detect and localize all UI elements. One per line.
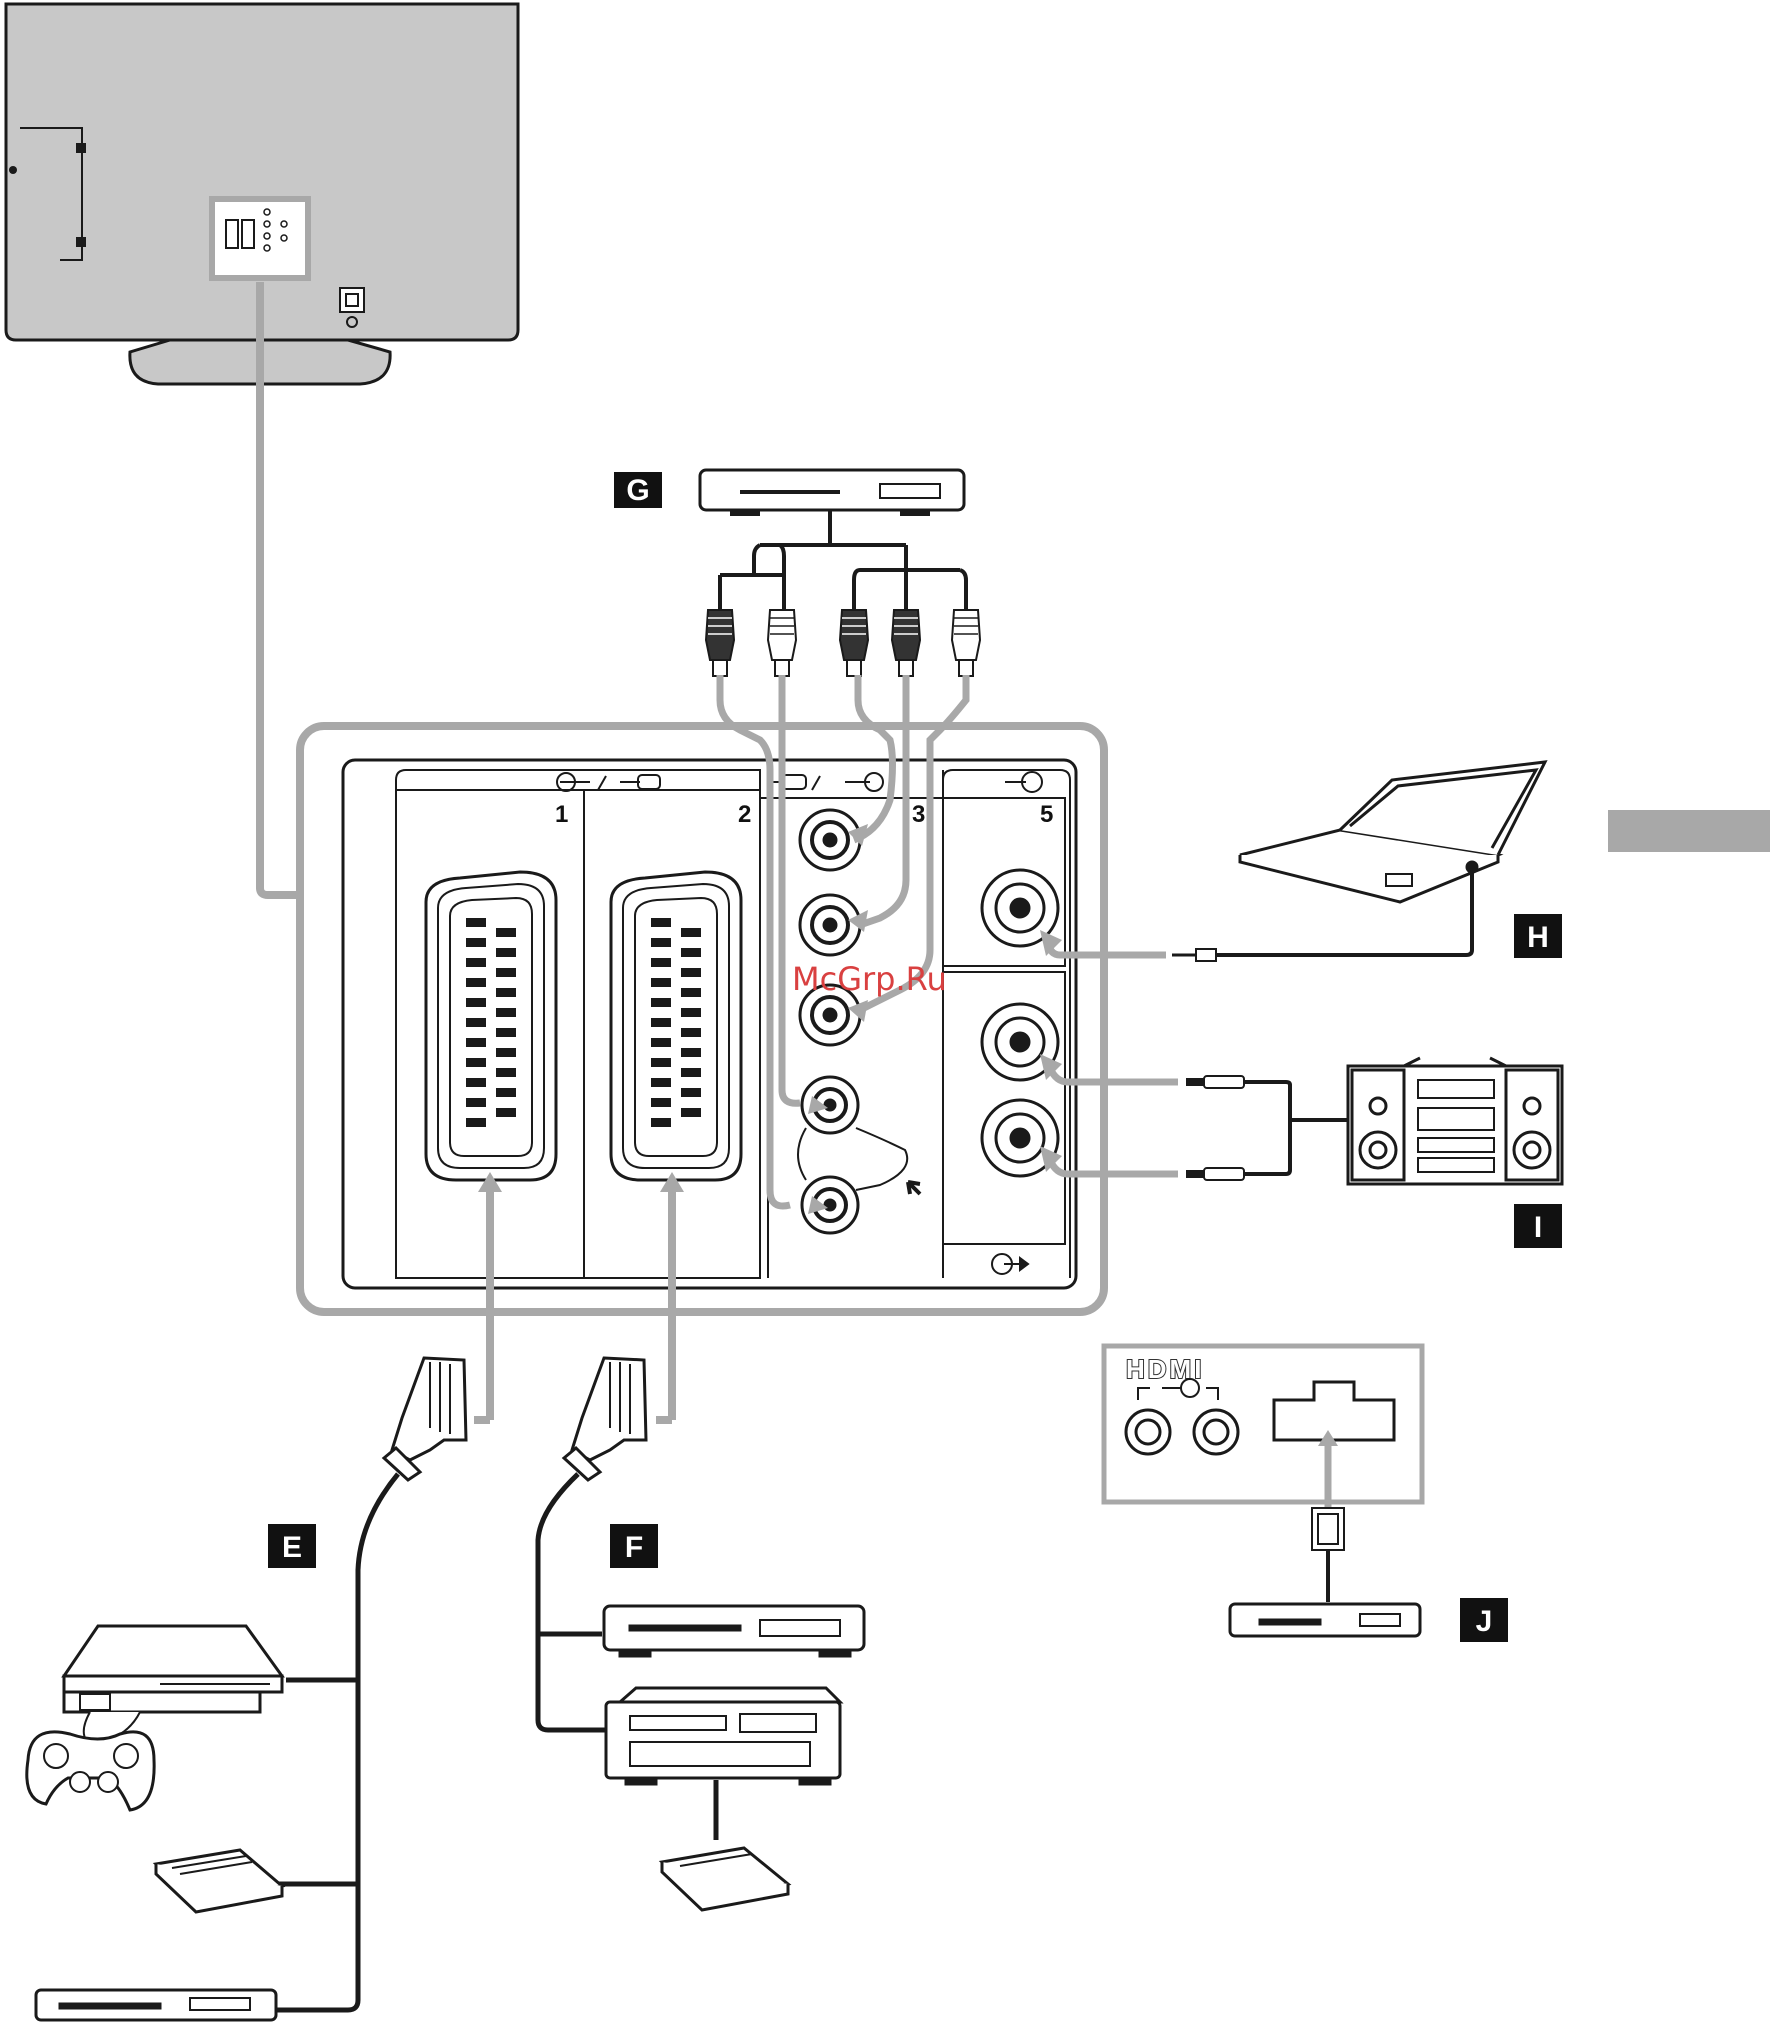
rca-plug [840,610,868,676]
scart-pin [466,1038,486,1047]
scart-pin [496,1028,516,1037]
scart-pin [681,948,701,957]
port-number-5: 5 [1040,801,1053,828]
scart-pin [496,928,516,937]
scart-pin [681,1068,701,1077]
label-j-text: J [1476,1605,1493,1638]
port-number-2: 2 [738,801,751,828]
device-h-laptop [1240,762,1545,902]
device-f-decoder [662,1848,788,1910]
scart-pin [496,1088,516,1097]
scart-pin [681,968,701,977]
device-f-dvd [604,1606,864,1656]
g-rca-plugs [706,610,980,676]
scart-pin [651,978,671,987]
hifi-cables [1186,1076,1348,1180]
scart-pin [651,1078,671,1087]
label-e-text: E [282,1531,302,1564]
rca-plug [892,610,920,676]
scart-pin [496,968,516,977]
device-e-dvd [36,1990,276,2020]
label-i-text: I [1534,1211,1542,1244]
scart-pin [466,958,486,967]
scart-pin [496,948,516,957]
scart-pin [496,1108,516,1117]
scart-pin [496,1048,516,1057]
device-f-vcr [606,1688,840,1784]
scart-pin [496,1068,516,1077]
scart-pin [651,938,671,947]
scart-pin [681,1088,701,1097]
scart-pin [681,928,701,937]
scart-plug-f [564,1358,646,1480]
connector-panel: 1 2 3 5 [300,726,1104,1312]
g-cables [720,510,966,610]
scart-pin [466,1058,486,1067]
hdmi-panel: HDMI [1104,1346,1422,1502]
device-i-hifi [1348,1058,1562,1184]
label-g-text: G [626,474,649,507]
scart-pin [651,918,671,927]
scart-pin [681,1008,701,1017]
scart-pin [681,1048,701,1057]
scart-pin [466,1018,486,1027]
scart-pin [651,1018,671,1027]
scart-pin [466,1118,486,1127]
scart-pin [651,1118,671,1127]
device-g-dvd [700,470,964,516]
hdmi-plug [1312,1508,1344,1602]
scart-pin [496,988,516,997]
port-number-3: 3 [912,801,925,828]
label-h-text: H [1527,921,1549,954]
rca-plug [768,610,796,676]
device-e-decoder [156,1850,282,1912]
scart-pin [466,978,486,987]
label-f-text: F [625,1531,643,1564]
scart-pin [681,1028,701,1037]
rca-plug [706,610,734,676]
scart-pin [496,1008,516,1017]
scart-pin [681,988,701,997]
scart-pin [466,938,486,947]
device-j-dvd [1230,1604,1420,1636]
device-e-game-console [27,1626,282,1810]
scart-pin [651,958,671,967]
scart-pin [466,998,486,1007]
scart-pin [681,1108,701,1117]
scart-pin [466,1078,486,1087]
port-number-1: 1 [555,801,568,828]
scart-plug-e [384,1358,466,1480]
scart-pin [651,1038,671,1047]
scart-pin [651,1098,671,1107]
rca-plug [952,610,980,676]
scart-pin [651,1058,671,1067]
scart-pin [466,1098,486,1107]
scart-pin [651,998,671,1007]
watermark: McGrp.Ru [792,960,947,998]
scart-pin [466,918,486,927]
